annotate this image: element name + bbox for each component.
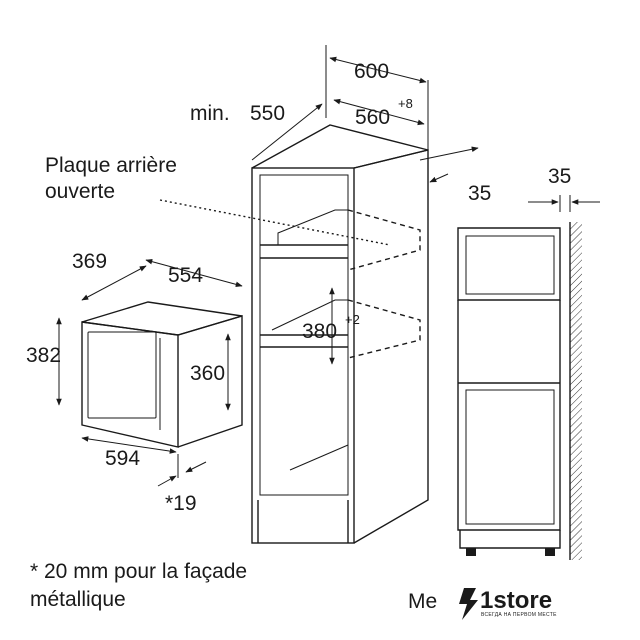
store-logo: 1store ВСЕГДА НА ПЕРВОМ МЕСТЕ: [459, 587, 557, 620]
oven-height-label: 382: [26, 344, 61, 367]
oven-inner-height-label: 360: [190, 362, 225, 385]
oven-dimensions: [56, 258, 243, 487]
facade-offset-label: *19: [165, 492, 197, 515]
niche-width-tolerance: +8: [398, 96, 413, 111]
niche-height-tolerance: +2: [345, 312, 360, 327]
oven-outer-width-label: 554: [168, 264, 203, 287]
niche-width-label: 560: [355, 106, 390, 129]
logo-tagline: ВСЕГДА НА ПЕРВОМ МЕСТЕ: [481, 612, 557, 618]
cabinet-dimensions: [251, 45, 479, 365]
lightning-icon: [459, 588, 478, 620]
oven-appliance: [81, 301, 243, 448]
tall-cabinet: [159, 124, 429, 544]
oven-depth-label: 369: [72, 250, 107, 273]
truncated-text: Me: [408, 590, 437, 613]
min-depth-label: 550: [250, 102, 285, 125]
niche-height-label: 380: [302, 320, 337, 343]
side-gap-label: 35: [548, 165, 571, 188]
cabinet-width-label: 600: [354, 60, 389, 83]
footnote-line2: métallique: [30, 588, 126, 611]
min-depth-prefix: min.: [190, 102, 230, 125]
rear-panel-label-line1: Plaque arrière: [45, 154, 177, 177]
cabinet-gap-label: 35: [468, 182, 491, 205]
side-view: [457, 195, 600, 560]
oven-width-label: 594: [105, 447, 140, 470]
logo-text: 1store: [480, 587, 552, 614]
footnote-line1: * 20 mm pour la façade: [30, 560, 247, 583]
rear-panel-label-line2: ouverte: [45, 180, 115, 203]
